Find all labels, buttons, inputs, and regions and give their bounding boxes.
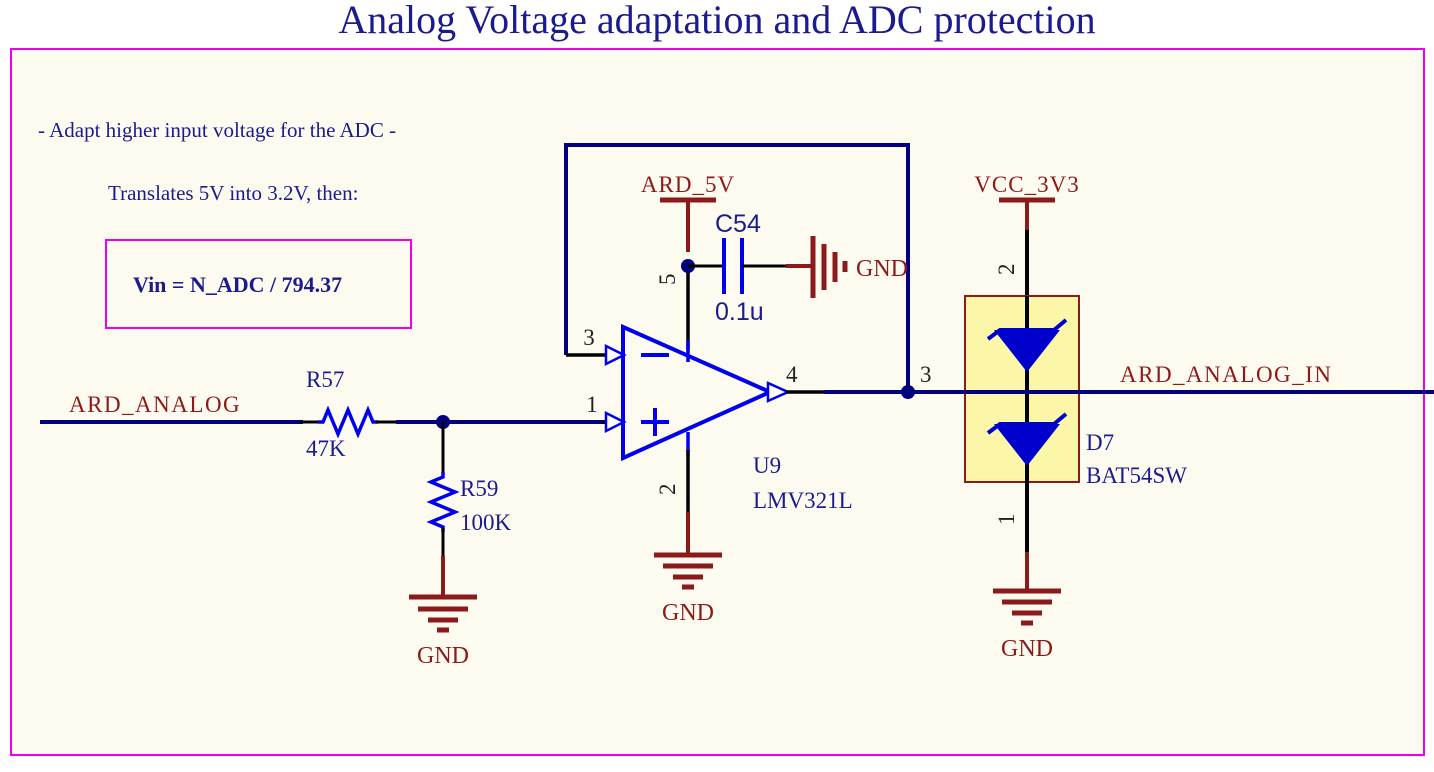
diode-d7-upper-schottky-bar [986,318,1068,341]
page-title: Analog Voltage adaptation and ADC protec… [338,0,1095,42]
resistor-r57: R57 47K [306,367,378,461]
diode-d7-refdes: D7 [1086,430,1114,455]
gnd-opamp: GND [654,512,722,626]
diode-d7-lower-schottky-bar [986,412,1068,435]
diode-d7-value: BAT54SW [1086,463,1187,488]
wire-opamp-feedback [564,143,910,390]
diode-d7-upper-triangle [994,330,1060,372]
drawing-area-background [11,49,1424,755]
pin-marker-opamp-4 [766,381,792,403]
capacitor-c54-refdes: C54 [715,210,761,238]
sheet-frame-border [10,48,1425,756]
opamp-u9-value: LMV321L [753,488,853,513]
diode-d7: D7 BAT54SW [986,296,1187,488]
net-label-ard-analog-in: ARD_ANALOG_IN [1120,362,1332,387]
gnd-c54: GND [786,236,908,298]
pin-number-d7-bottom: 1 [994,514,1019,526]
resistor-r59: R59 100K [426,472,512,535]
resistor-r57-refdes: R57 [306,367,344,392]
pin-number-opamp-output: 4 [786,362,798,387]
gnd-r59: GND [409,556,477,669]
gnd-c54-label: GND [856,256,908,282]
pin-marker-opamp-1 [604,410,627,434]
formula-text: Vin = N_ADC / 794.37 [133,272,342,297]
pin-number-d7-top: 2 [994,264,1019,276]
gnd-d7-label: GND [1001,636,1053,662]
net-label-ard-analog: ARD_ANALOG [69,392,241,417]
note-line-1: - Adapt higher input voltage for the ADC… [38,118,396,142]
gnd-d7: GND [993,552,1061,662]
capacitor-c54-value: 0.1u [715,298,764,326]
resistor-r57-body [318,405,378,439]
note-line-2: Translates 5V into 3.2V, then: [108,181,358,205]
capacitor-c54: C54 0.1u [715,210,764,326]
pin-number-opamp-vminus: 2 [655,484,680,496]
power-symbol-vcc-3v3: VCC_3V3 [974,172,1079,234]
gnd-r59-label: GND [417,643,469,669]
pin-number-d7-middle: 3 [920,362,932,387]
pin-number-opamp-vplus: 5 [655,274,680,286]
pin-number-opamp-inverting: 3 [583,325,595,350]
opamp-u9-refdes: U9 [753,453,781,478]
formula-box [105,239,412,329]
resistor-r59-value: 100K [460,510,512,535]
power-vcc-3v3-label: VCC_3V3 [974,172,1079,197]
diode-d7-lower-triangle [994,424,1060,466]
resistor-r59-refdes: R59 [460,476,498,501]
opamp-u9: U9 LMV321L [621,323,853,513]
pin-number-opamp-noninverting: 1 [586,392,598,417]
resistor-r59-body [426,472,460,532]
gnd-opamp-label: GND [662,600,714,626]
resistor-r57-value: 47K [306,436,346,461]
power-ard-5v-label: ARD_5V [641,172,735,197]
power-symbol-ard-5v: ARD_5V [641,172,735,252]
opamp-u9-body [621,323,775,462]
pin-marker-opamp-3 [604,343,627,367]
